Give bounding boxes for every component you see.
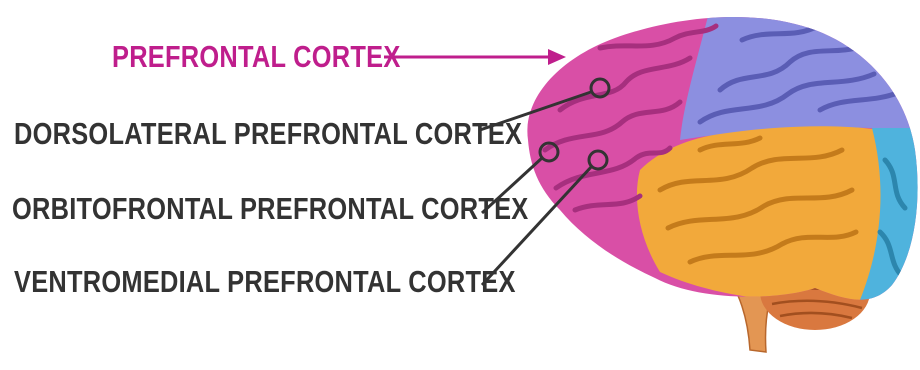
ventromedial-prefrontal-cortex-label: VENTROMEDIAL PREFRONTAL CORTEX — [14, 266, 516, 297]
prefrontal-cortex-label: PREFRONTAL CORTEX — [112, 41, 401, 72]
prefrontal-arrowhead — [548, 49, 566, 65]
temporal-lobe — [637, 126, 884, 301]
parietal-lobe — [680, 0, 920, 140]
orbitofrontal-prefrontal-cortex-label: ORBITOFRONTAL PREFRONTAL CORTEX — [12, 193, 528, 224]
dorsolateral-prefrontal-cortex-label: DORSOLATERAL PREFRONTAL CORTEX — [14, 118, 522, 149]
